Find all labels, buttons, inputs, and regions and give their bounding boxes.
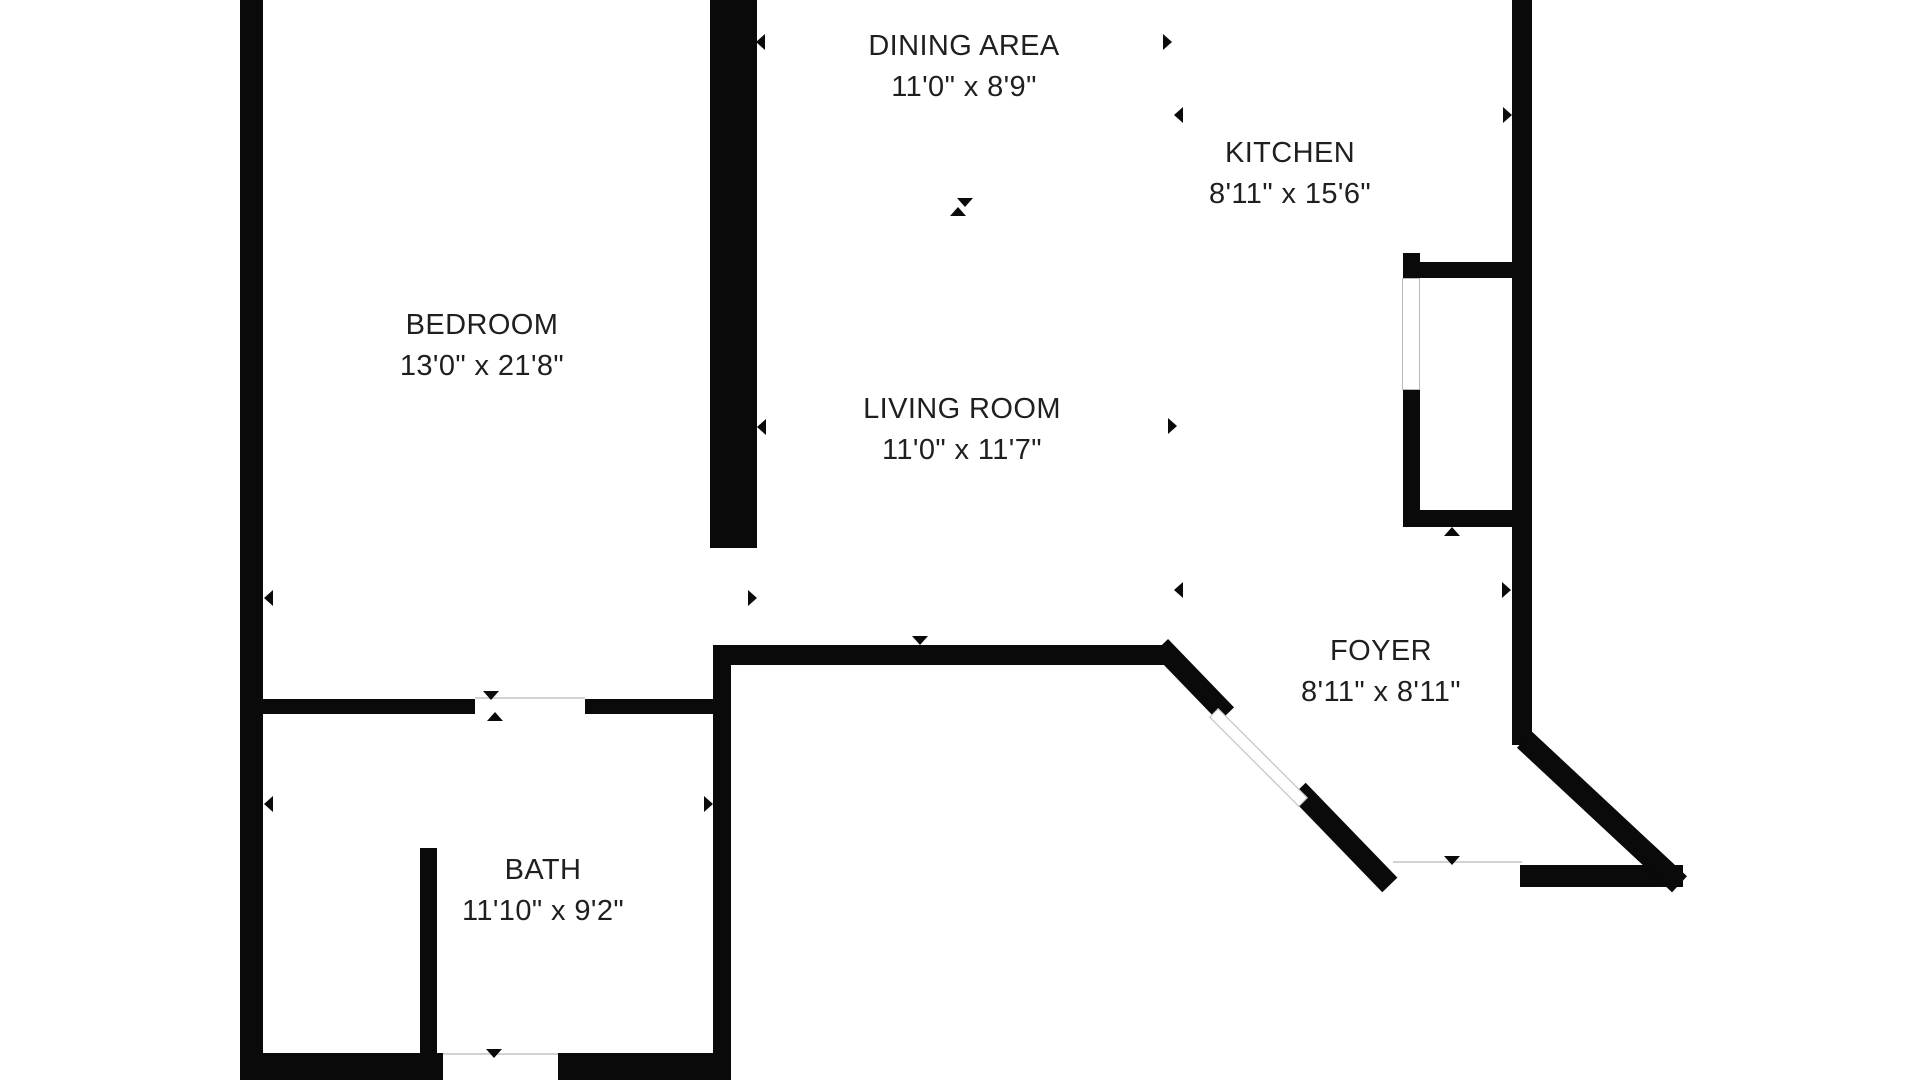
- right-outer-wall: [1512, 0, 1532, 745]
- bath-interior-wall: [420, 848, 437, 1055]
- foyer-diag-upper-wall: [1152, 638, 1234, 722]
- measure-arrow-right-icon: [1503, 107, 1512, 123]
- bath-south-left-wall: [240, 1053, 443, 1080]
- room-name-living-room: LIVING ROOM: [863, 393, 1061, 425]
- measure-arrow-right-icon: [1163, 34, 1172, 50]
- closet-cap-top-wall: [1403, 253, 1420, 281]
- bath-door-threshold: [475, 697, 585, 699]
- measure-arrow-left-icon: [1174, 582, 1183, 598]
- measure-arrow-left-icon: [264, 796, 273, 812]
- room-label-bedroom: BEDROOM 13'0" x 21'8": [400, 305, 564, 387]
- closet-stub-top-wall: [1403, 262, 1532, 278]
- left-outer-wall: [240, 0, 263, 1080]
- room-dims-dining-area: 11'0" x 8'9": [891, 71, 1037, 103]
- room-dims-living-room: 11'0" x 11'7": [882, 434, 1042, 466]
- measure-arrow-right-icon: [1502, 582, 1511, 598]
- measure-arrow-right-icon: [748, 590, 757, 606]
- measure-arrow-left-icon: [264, 590, 273, 606]
- bath-east-wall: [713, 645, 731, 1080]
- measure-arrow-down-icon: [483, 691, 499, 700]
- measure-arrow-left-icon: [756, 34, 765, 50]
- room-name-bedroom: BEDROOM: [405, 309, 559, 341]
- measure-arrow-down-icon: [1444, 856, 1460, 865]
- room-name-dining-area: DINING AREA: [868, 30, 1060, 62]
- room-dims-bedroom: 13'0" x 21'8": [399, 350, 565, 382]
- measure-arrow-right-icon: [1168, 418, 1177, 434]
- bath-north-right-wall: [585, 699, 713, 714]
- room-label-living-room: LIVING ROOM 11'0" x 11'7": [863, 389, 1061, 471]
- measure-arrow-down-icon: [957, 198, 973, 207]
- living-south-wall: [713, 645, 1173, 665]
- room-dims-foyer: 8'11" x 8'11": [1301, 676, 1461, 708]
- measure-arrow-up-icon: [487, 712, 503, 721]
- measure-arrow-right-icon: [704, 796, 713, 812]
- foyer-door-leaf: [1208, 707, 1308, 807]
- closet-side-wall: [1403, 388, 1420, 527]
- room-label-dining-area: DINING AREA 11'0" x 8'9": [868, 26, 1059, 108]
- room-dims-bath: 11'10" x 9'2": [461, 895, 625, 927]
- room-name-kitchen: KITCHEN: [1224, 137, 1356, 169]
- measure-arrow-up-icon: [1444, 527, 1460, 536]
- measure-arrow-left-icon: [757, 419, 766, 435]
- closet-door-leaf: [1402, 278, 1420, 390]
- room-name-foyer: FOYER: [1330, 635, 1432, 667]
- closet-stub-bottom-wall: [1403, 510, 1532, 527]
- measure-arrow-down-icon: [912, 636, 928, 645]
- measure-arrow-down-icon: [486, 1049, 502, 1058]
- room-label-kitchen: KITCHEN 8'11" x 15'6": [1209, 133, 1371, 215]
- room-name-bath: BATH: [504, 854, 582, 886]
- bedroom-divider-wall: [710, 0, 757, 548]
- room-label-foyer: FOYER 8'11" x 8'11": [1301, 631, 1461, 713]
- foyer-south-east-wall: [1520, 865, 1683, 887]
- measure-arrow-left-icon: [1174, 107, 1183, 123]
- room-label-bath: BATH 11'10" x 9'2": [462, 850, 624, 932]
- measure-arrow-up-icon: [950, 207, 966, 216]
- bath-south-right-wall: [558, 1053, 731, 1080]
- room-dims-kitchen: 8'11" x 15'6": [1208, 178, 1372, 210]
- bath-north-left-wall: [263, 699, 475, 714]
